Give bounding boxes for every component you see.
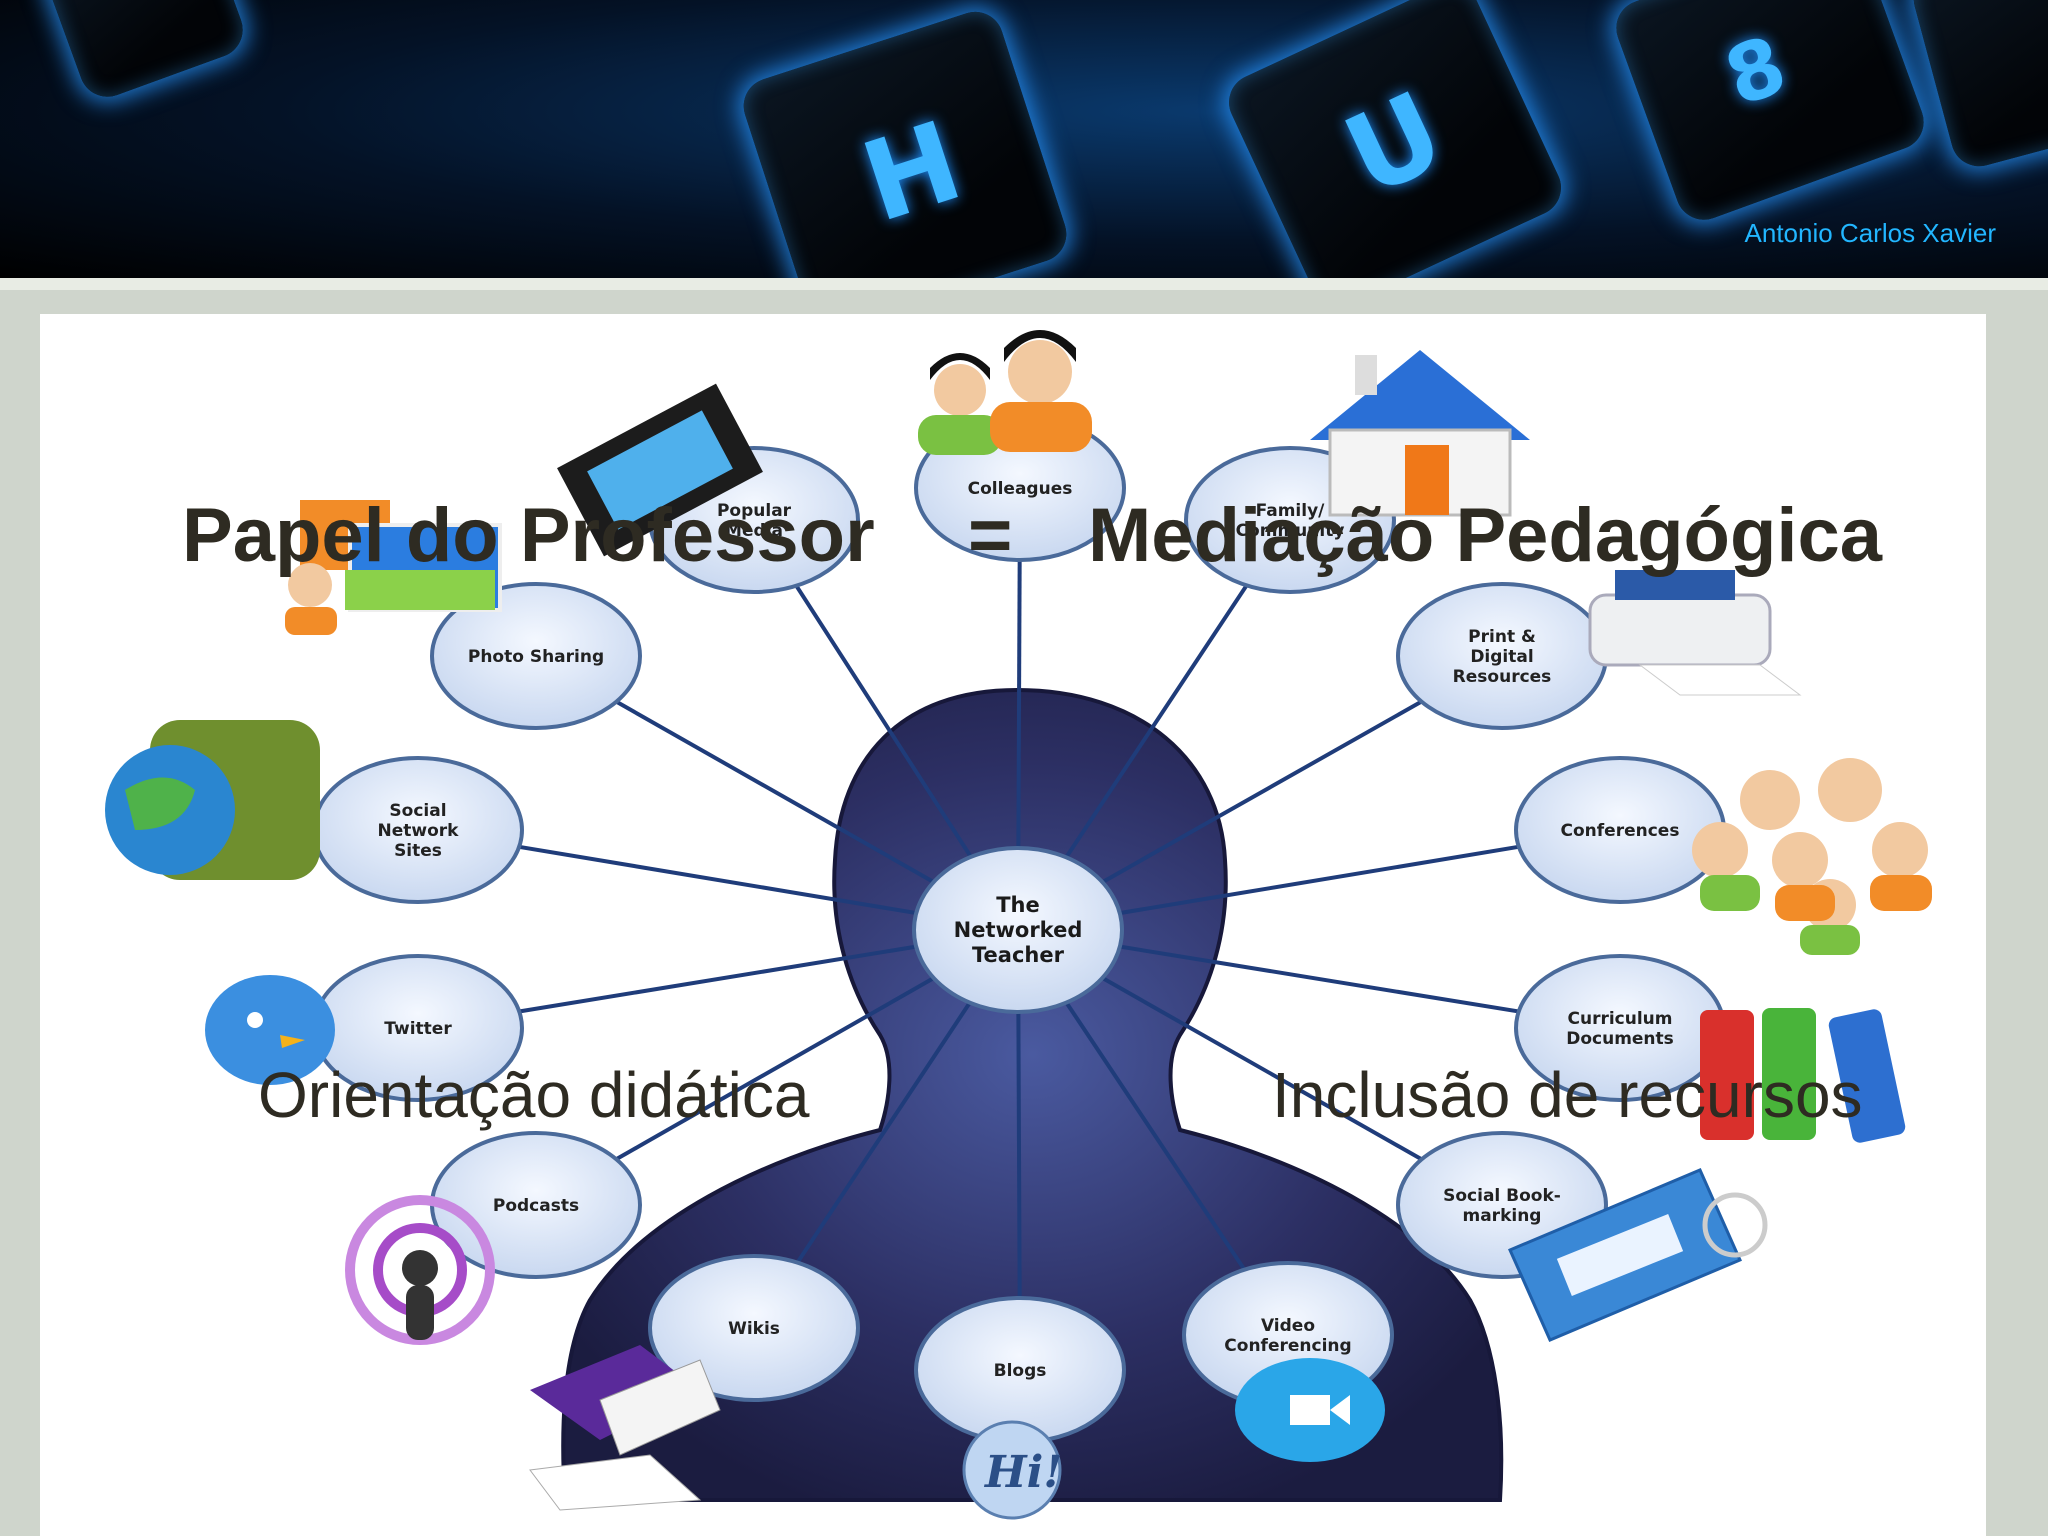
header-banner: H U 8 Antonio Carlos Xavier: [0, 0, 2048, 278]
house-icon: [1310, 350, 1530, 517]
node-label-print-0: Print &: [1468, 627, 1536, 647]
node-label-video-1: Conferencing: [1224, 1336, 1351, 1356]
header-divider: [0, 278, 2048, 290]
node-label-media-1: Media: [725, 521, 783, 541]
center-label-3: Teacher: [972, 943, 1065, 967]
node-label-twitter-0: Twitter: [384, 1019, 452, 1039]
subtitle-right: Inclusão de recursos: [1272, 1059, 1863, 1131]
center-label-2: Networked: [954, 918, 1083, 942]
node-label-curriculum-1: Documents: [1566, 1029, 1674, 1049]
node-twitter: Twitter: [312, 954, 524, 1102]
node-blogs: Blogs: [914, 1296, 1126, 1444]
people-icon: [918, 330, 1092, 455]
photo-person-icon: [285, 500, 502, 635]
node-conferences: Conferences: [1514, 756, 1726, 904]
books-icon: [529, 1345, 721, 1511]
node-label-family-1: Community: [1236, 521, 1345, 541]
hi-pen-icon: Hi!: [962, 1420, 1063, 1520]
film-strip-icon: [557, 383, 763, 557]
slide-title-right: Mediação Pedagógica: [1088, 493, 1883, 578]
node-photo: Photo Sharing: [430, 582, 642, 730]
node-label-media-0: Popular: [717, 501, 792, 521]
bird-icon: [205, 975, 335, 1085]
node-label-conferences-0: Conferences: [1561, 821, 1680, 841]
node-label-wikis-0: Wikis: [728, 1319, 780, 1339]
printer-icon: [1588, 570, 1802, 696]
node-bubble-photo: [430, 582, 642, 730]
node-label-podcasts-0: Podcasts: [493, 1196, 579, 1216]
slide-title-equals: =: [968, 493, 1013, 578]
tag-icon: [1508, 1168, 1768, 1342]
node-label-bookmarking-1: marking: [1463, 1206, 1542, 1226]
node-label-bookmarking-0: Social Book-: [1443, 1186, 1561, 1206]
node-label-colleagues-0: Colleagues: [968, 479, 1073, 499]
svg-text:Hi!: Hi!: [983, 1447, 1063, 1498]
node-label-print-2: Resources: [1453, 667, 1552, 687]
node-label-social-0: Social: [389, 801, 446, 821]
node-label-print-1: Digital: [1470, 647, 1533, 667]
node-label-photo-0: Photo Sharing: [468, 647, 604, 667]
slide-title-left: Papel do Professor: [182, 493, 875, 578]
binders-icon: [1700, 1008, 1906, 1143]
node-label-social-2: Sites: [394, 841, 442, 861]
center-label-1: The: [996, 893, 1040, 917]
globe-backpack-icon: [105, 720, 320, 880]
node-label-social-1: Network: [378, 821, 460, 841]
node-label-blogs-0: Blogs: [994, 1361, 1047, 1381]
subtitle-left: Orientação didática: [258, 1059, 810, 1131]
group-icon: [1692, 758, 1932, 955]
node-label-curriculum-0: Curriculum: [1568, 1009, 1673, 1029]
node-label-video-0: Video: [1261, 1316, 1315, 1336]
node-label-family-0: Family/: [1256, 501, 1326, 521]
video-camera-icon: [1235, 1358, 1385, 1462]
podcast-icon: [345, 1195, 495, 1345]
center-node: The Networked Teacher: [912, 846, 1124, 1014]
author-credit: Antonio Carlos Xavier: [1744, 218, 1996, 248]
